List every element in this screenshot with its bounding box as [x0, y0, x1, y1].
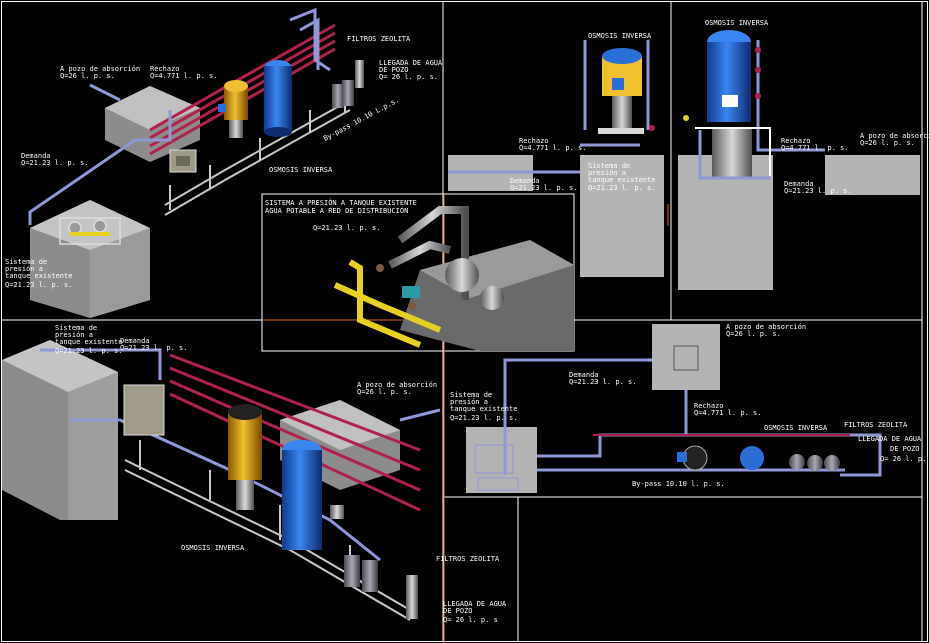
- bl-llegada-q: Q= 26 l. p. s: [443, 616, 498, 624]
- plan-sistema-2: presión a: [450, 398, 488, 406]
- bl-llegada-1: LLEGADA DE AGUA: [443, 600, 507, 608]
- elev-left-sistema-q: Q=21.23 l. p. s.: [588, 184, 655, 192]
- label-sistema-q: Q=21.23 l. p. s.: [5, 281, 72, 289]
- bl-sistema-3: tanque existente: [55, 338, 122, 346]
- plan-osmosis: OSMOSIS INVERSA: [764, 424, 828, 432]
- detail-title-2: AGUA POTABLE A RED DE DISTRIBUCIÓN: [265, 206, 408, 215]
- bl-llegada-2: DE POZO: [443, 607, 473, 615]
- plan-llegada-q: Q= 26 l. p. s.: [880, 455, 929, 463]
- plan-sistema-q: Q=21.23 l. p. s.: [450, 414, 517, 422]
- label-a-pozo-q: Q=26 l. p. s.: [60, 72, 115, 80]
- label-demanda: Demanda: [21, 152, 51, 160]
- bl-a-pozo-q: Q=26 l. p. s.: [357, 388, 412, 396]
- plan-filtros: FILTROS ZEOLITA: [844, 421, 908, 429]
- plan-sistema-1: Sistema de: [450, 391, 492, 399]
- label-sistema-1: Sistema de: [5, 258, 47, 266]
- label-demanda-q: Q=21.23 l. p. s.: [21, 159, 88, 167]
- elev-right-demanda: Demanda: [784, 180, 814, 188]
- plan-bypass: By-pass 10.10 l. p. s.: [632, 480, 725, 488]
- plan-rechazo: Rechazo: [694, 402, 724, 410]
- elev-left-sistema-3: tanque existente: [588, 176, 655, 184]
- bl-sistema-q: Q=21.23 l. p. s.: [55, 347, 122, 355]
- bl-demanda: Demanda: [120, 337, 150, 345]
- bl-a-pozo: A pozo de absorción: [357, 381, 437, 389]
- elev-left-sistema-2: presión a: [588, 169, 626, 177]
- elev-right-rechazo-q: Q=4.771 l. p. s.: [781, 144, 848, 152]
- view-plan: A pozo de absorción Q=26 l. p. s. Demand…: [450, 323, 929, 493]
- view-bottom-left-isometric: Sistema de presión a tanque existente Q=…: [2, 324, 507, 624]
- label-llegada-pozo: DE POZO: [379, 66, 409, 74]
- label-sistema-2: presión a: [5, 265, 43, 273]
- elev-left-osmosis: OSMOSIS INVERSA: [588, 32, 652, 40]
- label-filtros-zeolita: FILTROS ZEOLITA: [347, 35, 411, 43]
- view-elevation-left: OSMOSIS INVERSA Rechazo Q=4.771 l. p. s.…: [448, 32, 664, 277]
- plan-a-pozo-q: Q=26 l. p. s.: [726, 330, 781, 338]
- elev-left-sistema-1: Sistema de: [588, 162, 630, 170]
- label-llegada-agua: LLEGADA DE AGUA: [379, 59, 443, 67]
- elev-left-rechazo-q: Q=4.771 l. p. s.: [519, 144, 586, 152]
- detail-title-1: SISTEMA A PRESIÓN A TANQUE EXISTENTE: [265, 198, 417, 207]
- elev-right-a-pozo: A pozo de absorción: [860, 132, 929, 140]
- label-rechazo-q: Q=4.771 l. p. s.: [150, 72, 217, 80]
- bl-sistema-2: presión a: [55, 331, 93, 339]
- elev-left-demanda: Demanda: [510, 177, 540, 185]
- detail-flow: Q=21.23 l. p. s.: [313, 224, 380, 232]
- label-llegada-q: Q= 26 l. p. s.: [379, 73, 438, 81]
- plan-a-pozo: A pozo de absorción: [726, 323, 806, 331]
- elev-left-rechazo: Rechazo: [519, 137, 549, 145]
- label-a-pozo: A pozo de absorción: [60, 65, 140, 73]
- plan-demanda-q: Q=21.23 l. p. s.: [569, 378, 636, 386]
- view-top-left-isometric: FILTROS ZEOLITA LLEGADA DE AGUA DE POZO …: [5, 7, 443, 318]
- bl-demanda-q: Q=21.23 l. p. s.: [120, 344, 187, 352]
- elev-right-demanda-q: Q=21.23 l. p. s.: [784, 187, 851, 195]
- elev-right-osmosis: OSMOSIS INVERSA: [705, 19, 769, 27]
- elev-right-rechazo: Rechazo: [781, 137, 811, 145]
- plan-rechazo-q: Q=4.771 l. p. s.: [694, 409, 761, 417]
- ro-tank: [264, 66, 292, 132]
- plan-demanda: Demanda: [569, 371, 599, 379]
- plan-llegada-1: LLEGADA DE AGUA: [858, 435, 922, 443]
- label-rechazo: Rechazo: [150, 65, 180, 73]
- view-elevation-right: OSMOSIS INVERSA Rechazo Q=4.771 l. p. s.…: [678, 19, 929, 290]
- bl-osmosis: OSMOSIS INVERSA: [181, 544, 245, 552]
- bl-filtros: FILTROS ZEOLITA: [436, 555, 500, 563]
- label-osmosis: OSMOSIS INVERSA: [269, 166, 333, 174]
- plan-sistema-3: tanque existente: [450, 405, 517, 413]
- elev-left-demanda-q: Q=21.23 l. p. s.: [510, 184, 577, 192]
- bl-sistema-1: Sistema de: [55, 324, 97, 332]
- label-sistema-3: tanque existente: [5, 272, 72, 280]
- view-detail-pressure-system: SISTEMA A PRESIÓN A TANQUE EXISTENTE AGU…: [265, 198, 574, 351]
- plan-llegada-2: DE POZO: [890, 445, 920, 453]
- elev-right-a-pozo-q: Q=26 l. p. s.: [860, 139, 915, 147]
